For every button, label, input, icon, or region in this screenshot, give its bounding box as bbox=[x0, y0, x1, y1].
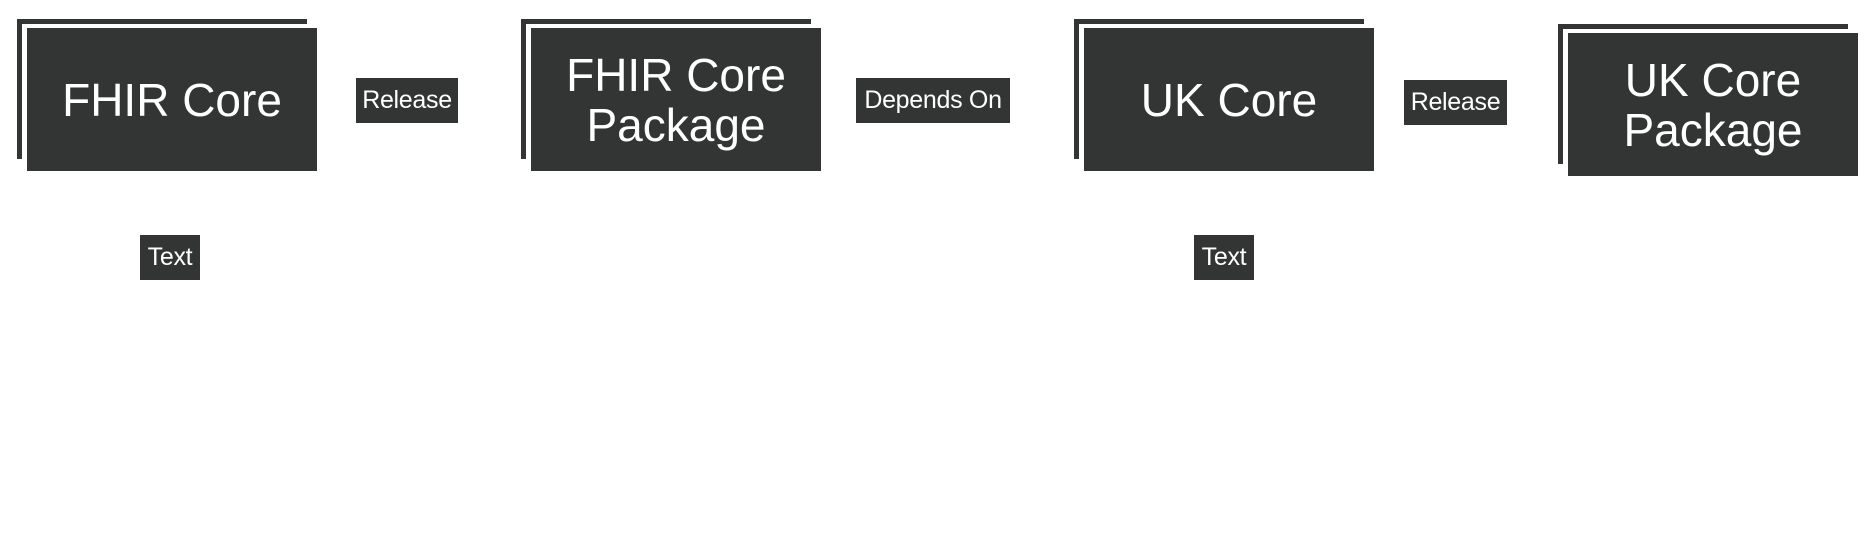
node-stack-shadow bbox=[1074, 19, 1364, 159]
node-label-uk-core-package: UK Core Package bbox=[1568, 33, 1858, 176]
node-label-fhir-core-package: FHIR Core Package bbox=[531, 28, 821, 171]
node-label-uk-core: UK Core bbox=[1084, 28, 1374, 171]
node-stack-shadow bbox=[17, 19, 307, 159]
edge-label-release: Release bbox=[1404, 80, 1507, 125]
edge-label-release: Release bbox=[356, 78, 458, 123]
text-label: Text bbox=[140, 235, 200, 280]
text-label: Text bbox=[1194, 235, 1254, 280]
node-label-fhir-core: FHIR Core bbox=[27, 28, 317, 171]
node-stack-shadow bbox=[1558, 24, 1848, 164]
edge-label-depends-on: Depends On bbox=[856, 78, 1010, 123]
node-stack-shadow bbox=[521, 19, 811, 159]
